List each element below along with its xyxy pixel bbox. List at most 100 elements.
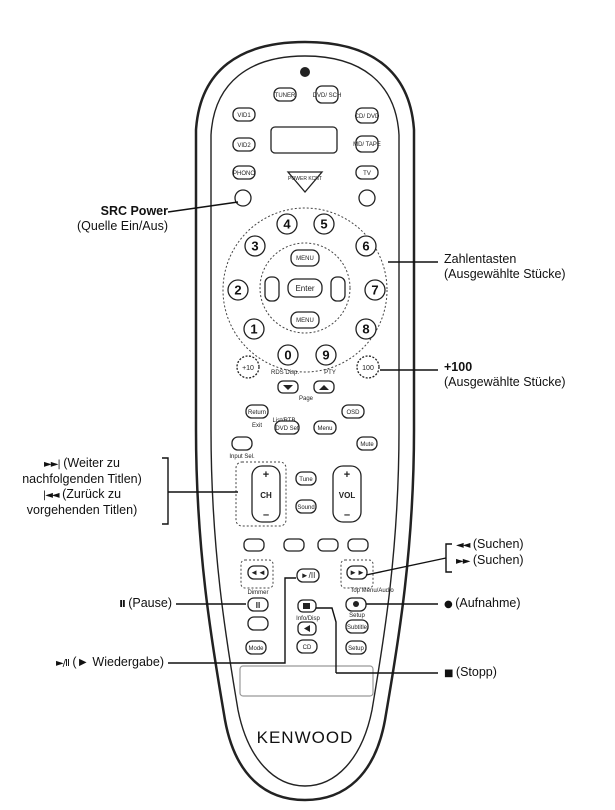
sound-label: Sound bbox=[297, 505, 314, 511]
callout-pause: II (Pause) bbox=[40, 596, 172, 612]
mute-button[interactable] bbox=[356, 436, 378, 451]
mode-button[interactable] bbox=[245, 640, 267, 655]
menu-down-label: MENU bbox=[296, 318, 314, 324]
cd-dvd-button[interactable] bbox=[355, 107, 379, 124]
dvd-sch-button[interactable] bbox=[315, 85, 339, 104]
phono-button[interactable] bbox=[232, 165, 256, 180]
pause-callout-icon: II bbox=[119, 599, 126, 610]
mode-label: Mode bbox=[248, 646, 264, 652]
tuner-label: TUNER bbox=[275, 93, 296, 99]
stop-icon bbox=[303, 603, 310, 609]
menu-label: Menu bbox=[317, 426, 332, 432]
fast-forward-button[interactable] bbox=[346, 565, 368, 580]
cd-button[interactable] bbox=[296, 639, 318, 654]
stop-callout-text: (Stopp) bbox=[452, 665, 497, 679]
menu-down-button[interactable] bbox=[290, 311, 320, 329]
arrow-up-icon bbox=[319, 385, 329, 390]
callout-src-power: SRC Power (Quelle Ein/Aus) bbox=[40, 204, 168, 234]
input-sel-label: Input Sel. bbox=[229, 454, 255, 460]
callout-skip: ►►| (Weiter zu nachfolgenden Titlen) |◄◄… bbox=[4, 456, 160, 518]
number-3-button[interactable] bbox=[244, 235, 266, 257]
power-kcnt-label: POWER KCNT bbox=[288, 176, 322, 182]
cursor-left-button[interactable] bbox=[264, 276, 280, 302]
tuner-button[interactable] bbox=[273, 87, 297, 102]
ch-rocker-button[interactable] bbox=[251, 465, 281, 523]
enter-button[interactable] bbox=[287, 278, 323, 298]
number-4-label: 4 bbox=[283, 217, 291, 232]
dvd-set-button[interactable] bbox=[274, 420, 300, 435]
number-2-button[interactable] bbox=[227, 279, 249, 301]
number-2-label: 2 bbox=[234, 283, 241, 298]
src-power-button[interactable] bbox=[234, 189, 252, 207]
osd-button[interactable] bbox=[341, 404, 365, 419]
remote-inner-outline bbox=[210, 55, 400, 787]
subtitle-label: Subtitle bbox=[347, 625, 368, 631]
ir-emitter-icon bbox=[300, 67, 310, 77]
callout-record: ● (Aufnahme) bbox=[444, 596, 521, 612]
aux-button-b[interactable] bbox=[347, 538, 369, 552]
minus-button[interactable] bbox=[243, 538, 265, 552]
tv-button[interactable] bbox=[355, 165, 379, 180]
return-button[interactable] bbox=[245, 404, 269, 419]
number-8-button[interactable] bbox=[355, 318, 377, 340]
plus100-button[interactable] bbox=[356, 355, 380, 379]
search-back-icon: ◄◄ bbox=[456, 540, 470, 551]
record-callout-text: (Aufnahme) bbox=[451, 596, 521, 610]
tune-button[interactable] bbox=[295, 471, 317, 486]
number-4-button[interactable] bbox=[276, 213, 298, 235]
lower-keys: +10 100 RDS Disp. PTY Page Return Exit L… bbox=[229, 355, 380, 460]
setup-label-small: Setup bbox=[349, 613, 365, 619]
pause-button[interactable] bbox=[247, 597, 269, 612]
skip-prev-icon: |◄◄ bbox=[42, 490, 60, 501]
number-5-button[interactable] bbox=[313, 213, 335, 235]
top-menu-label: Top Menu/Audio bbox=[350, 588, 394, 594]
input-sel-button[interactable] bbox=[231, 436, 253, 451]
plus10-button[interactable] bbox=[236, 355, 260, 379]
return-label: Return bbox=[248, 410, 266, 416]
skip-line3: (Zurück zu bbox=[58, 487, 122, 501]
number-9-label: 9 bbox=[322, 348, 329, 363]
number-7-button[interactable] bbox=[364, 279, 386, 301]
number-1-button[interactable] bbox=[243, 318, 265, 340]
vid2-label: VID2 bbox=[237, 143, 251, 149]
subtitle-button[interactable] bbox=[345, 619, 369, 634]
display-window bbox=[270, 126, 338, 154]
md-tape-label: MD/ TAPE bbox=[353, 142, 381, 148]
tv-label: TV bbox=[363, 171, 371, 177]
menu-up-button[interactable] bbox=[290, 249, 320, 267]
cursor-right-button[interactable] bbox=[330, 276, 346, 302]
number-6-button[interactable] bbox=[355, 235, 377, 257]
search-line1: (Suchen) bbox=[469, 537, 524, 551]
setup-label: Setup bbox=[348, 646, 364, 652]
vid2-button[interactable] bbox=[232, 137, 256, 152]
vol-rocker-button[interactable] bbox=[332, 465, 362, 523]
plus100-title: +100 bbox=[444, 360, 473, 374]
tv-power-button[interactable] bbox=[358, 189, 376, 207]
menu-button[interactable] bbox=[313, 420, 337, 435]
keypad-ring bbox=[222, 207, 388, 373]
aux-button-a[interactable] bbox=[317, 538, 339, 552]
sound-button[interactable] bbox=[295, 499, 317, 514]
power-kcnt-button[interactable] bbox=[286, 171, 324, 194]
plus-button[interactable] bbox=[283, 538, 305, 552]
pause-callout-text: (Pause) bbox=[124, 596, 172, 610]
play-callout-icon: ►/II bbox=[55, 658, 70, 669]
dvd-set-label: DVD Set bbox=[275, 426, 299, 432]
number-9-button[interactable] bbox=[315, 344, 337, 366]
rds-disp-label: RDS Disp. bbox=[271, 370, 299, 376]
rew-dotted-frame bbox=[240, 559, 274, 589]
extra-button-1[interactable] bbox=[247, 616, 269, 631]
play-pause-button[interactable] bbox=[296, 568, 320, 583]
rewind-button[interactable] bbox=[247, 565, 269, 580]
number-0-button[interactable] bbox=[277, 344, 299, 366]
md-tape-button[interactable] bbox=[355, 135, 379, 153]
number-8-label: 8 bbox=[362, 322, 369, 337]
skip-line2: nachfolgenden Titlen) bbox=[22, 472, 142, 486]
info-label: Info/Disp bbox=[296, 616, 320, 622]
setup-button[interactable] bbox=[345, 640, 367, 655]
search-forward-icon: ►► bbox=[456, 556, 470, 567]
dvd-sch-label: DVD/ SCH bbox=[313, 93, 342, 99]
vid1-button[interactable] bbox=[232, 107, 256, 122]
ch-label: CH bbox=[260, 491, 272, 500]
svg-text:+: + bbox=[263, 469, 269, 481]
